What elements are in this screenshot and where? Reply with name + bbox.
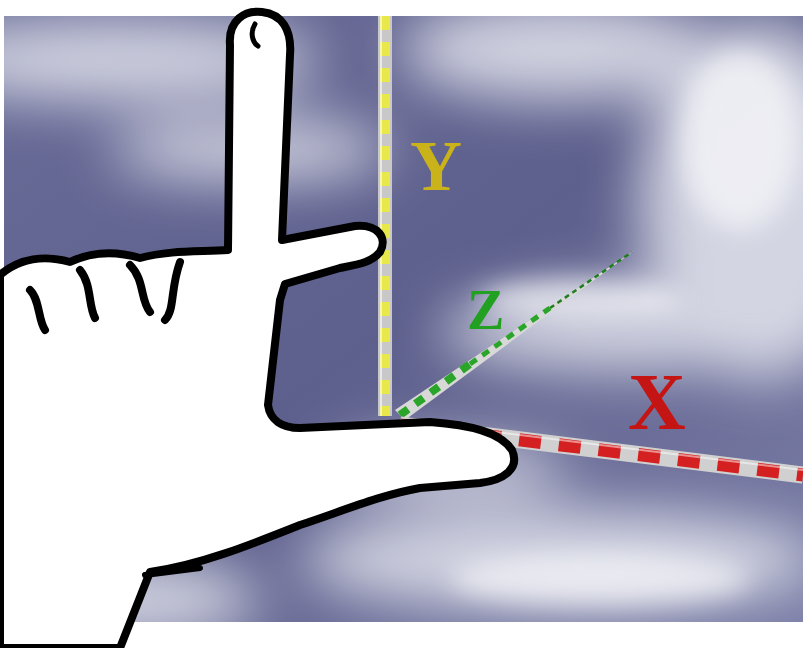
axis-label: Z — [467, 282, 504, 338]
axis-label: Y — [410, 130, 462, 202]
axis-label: X — [628, 362, 686, 442]
z-axis-pole — [395, 250, 635, 420]
hand-drawing — [0, 12, 514, 648]
y-axis-pole — [381, 16, 385, 416]
